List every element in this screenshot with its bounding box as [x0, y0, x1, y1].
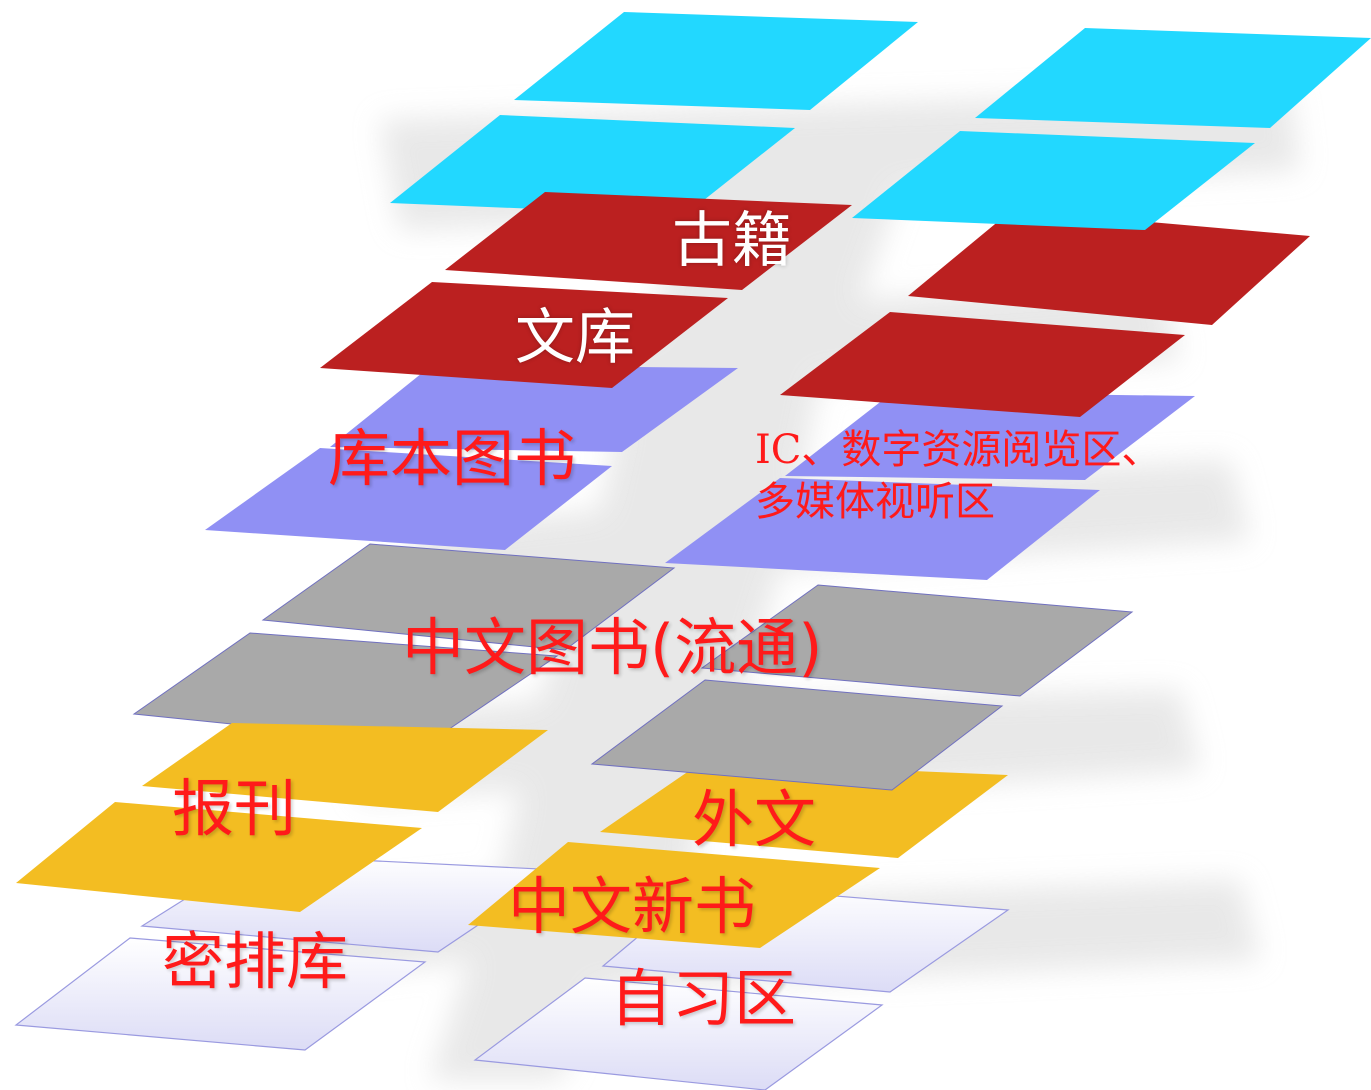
gray-plate-right-front — [590, 679, 1004, 791]
label-study-area: 自习区 — [610, 962, 797, 1035]
blue-plate-left-front — [205, 448, 612, 550]
gray-plate-left-back — [261, 543, 676, 651]
label-literature: 文库 — [515, 303, 635, 373]
blue-plate-left-back — [330, 365, 738, 452]
blue-plate-right-front — [665, 478, 1100, 580]
cyan-plate-left-back — [514, 12, 918, 110]
red-plate-literature-left — [320, 282, 728, 388]
label-ancient-books: 古籍 — [672, 206, 792, 276]
red-plate-ancient-left — [445, 192, 852, 290]
cyan-plate-right-back — [975, 28, 1371, 128]
red-plate-ancient-right — [908, 210, 1310, 325]
gold-plate-right-back — [600, 762, 1008, 858]
red-plate-literature-right — [780, 312, 1185, 417]
gold-plate-right-front — [468, 842, 880, 948]
lavender-plate-left-front — [14, 937, 427, 1051]
cyan-plate-left-front — [390, 115, 795, 215]
label-ic-zone-line2: 多媒体视听区 — [755, 479, 995, 525]
label-compact-storage: 密排库 — [162, 925, 349, 998]
gold-plate-left-back — [142, 723, 548, 812]
label-foreign: 外文 — [692, 783, 817, 856]
cyan-plate-right-front — [852, 131, 1255, 230]
blue-plate-right-back — [785, 392, 1195, 480]
label-stack-books: 库本图书 — [328, 422, 577, 495]
gray-plate-right-back — [700, 584, 1134, 697]
label-ic-zone-line1: IC、数字资源阅览区、 — [755, 427, 1162, 473]
label-periodicals: 报刊 — [172, 772, 297, 845]
label-chinese-circulation: 中文图书(流通) — [402, 611, 823, 684]
lavender-plate-right-front — [473, 977, 884, 1090]
gold-plate-left-front — [16, 802, 422, 912]
label-chinese-new-books: 中文新书 — [508, 870, 757, 943]
